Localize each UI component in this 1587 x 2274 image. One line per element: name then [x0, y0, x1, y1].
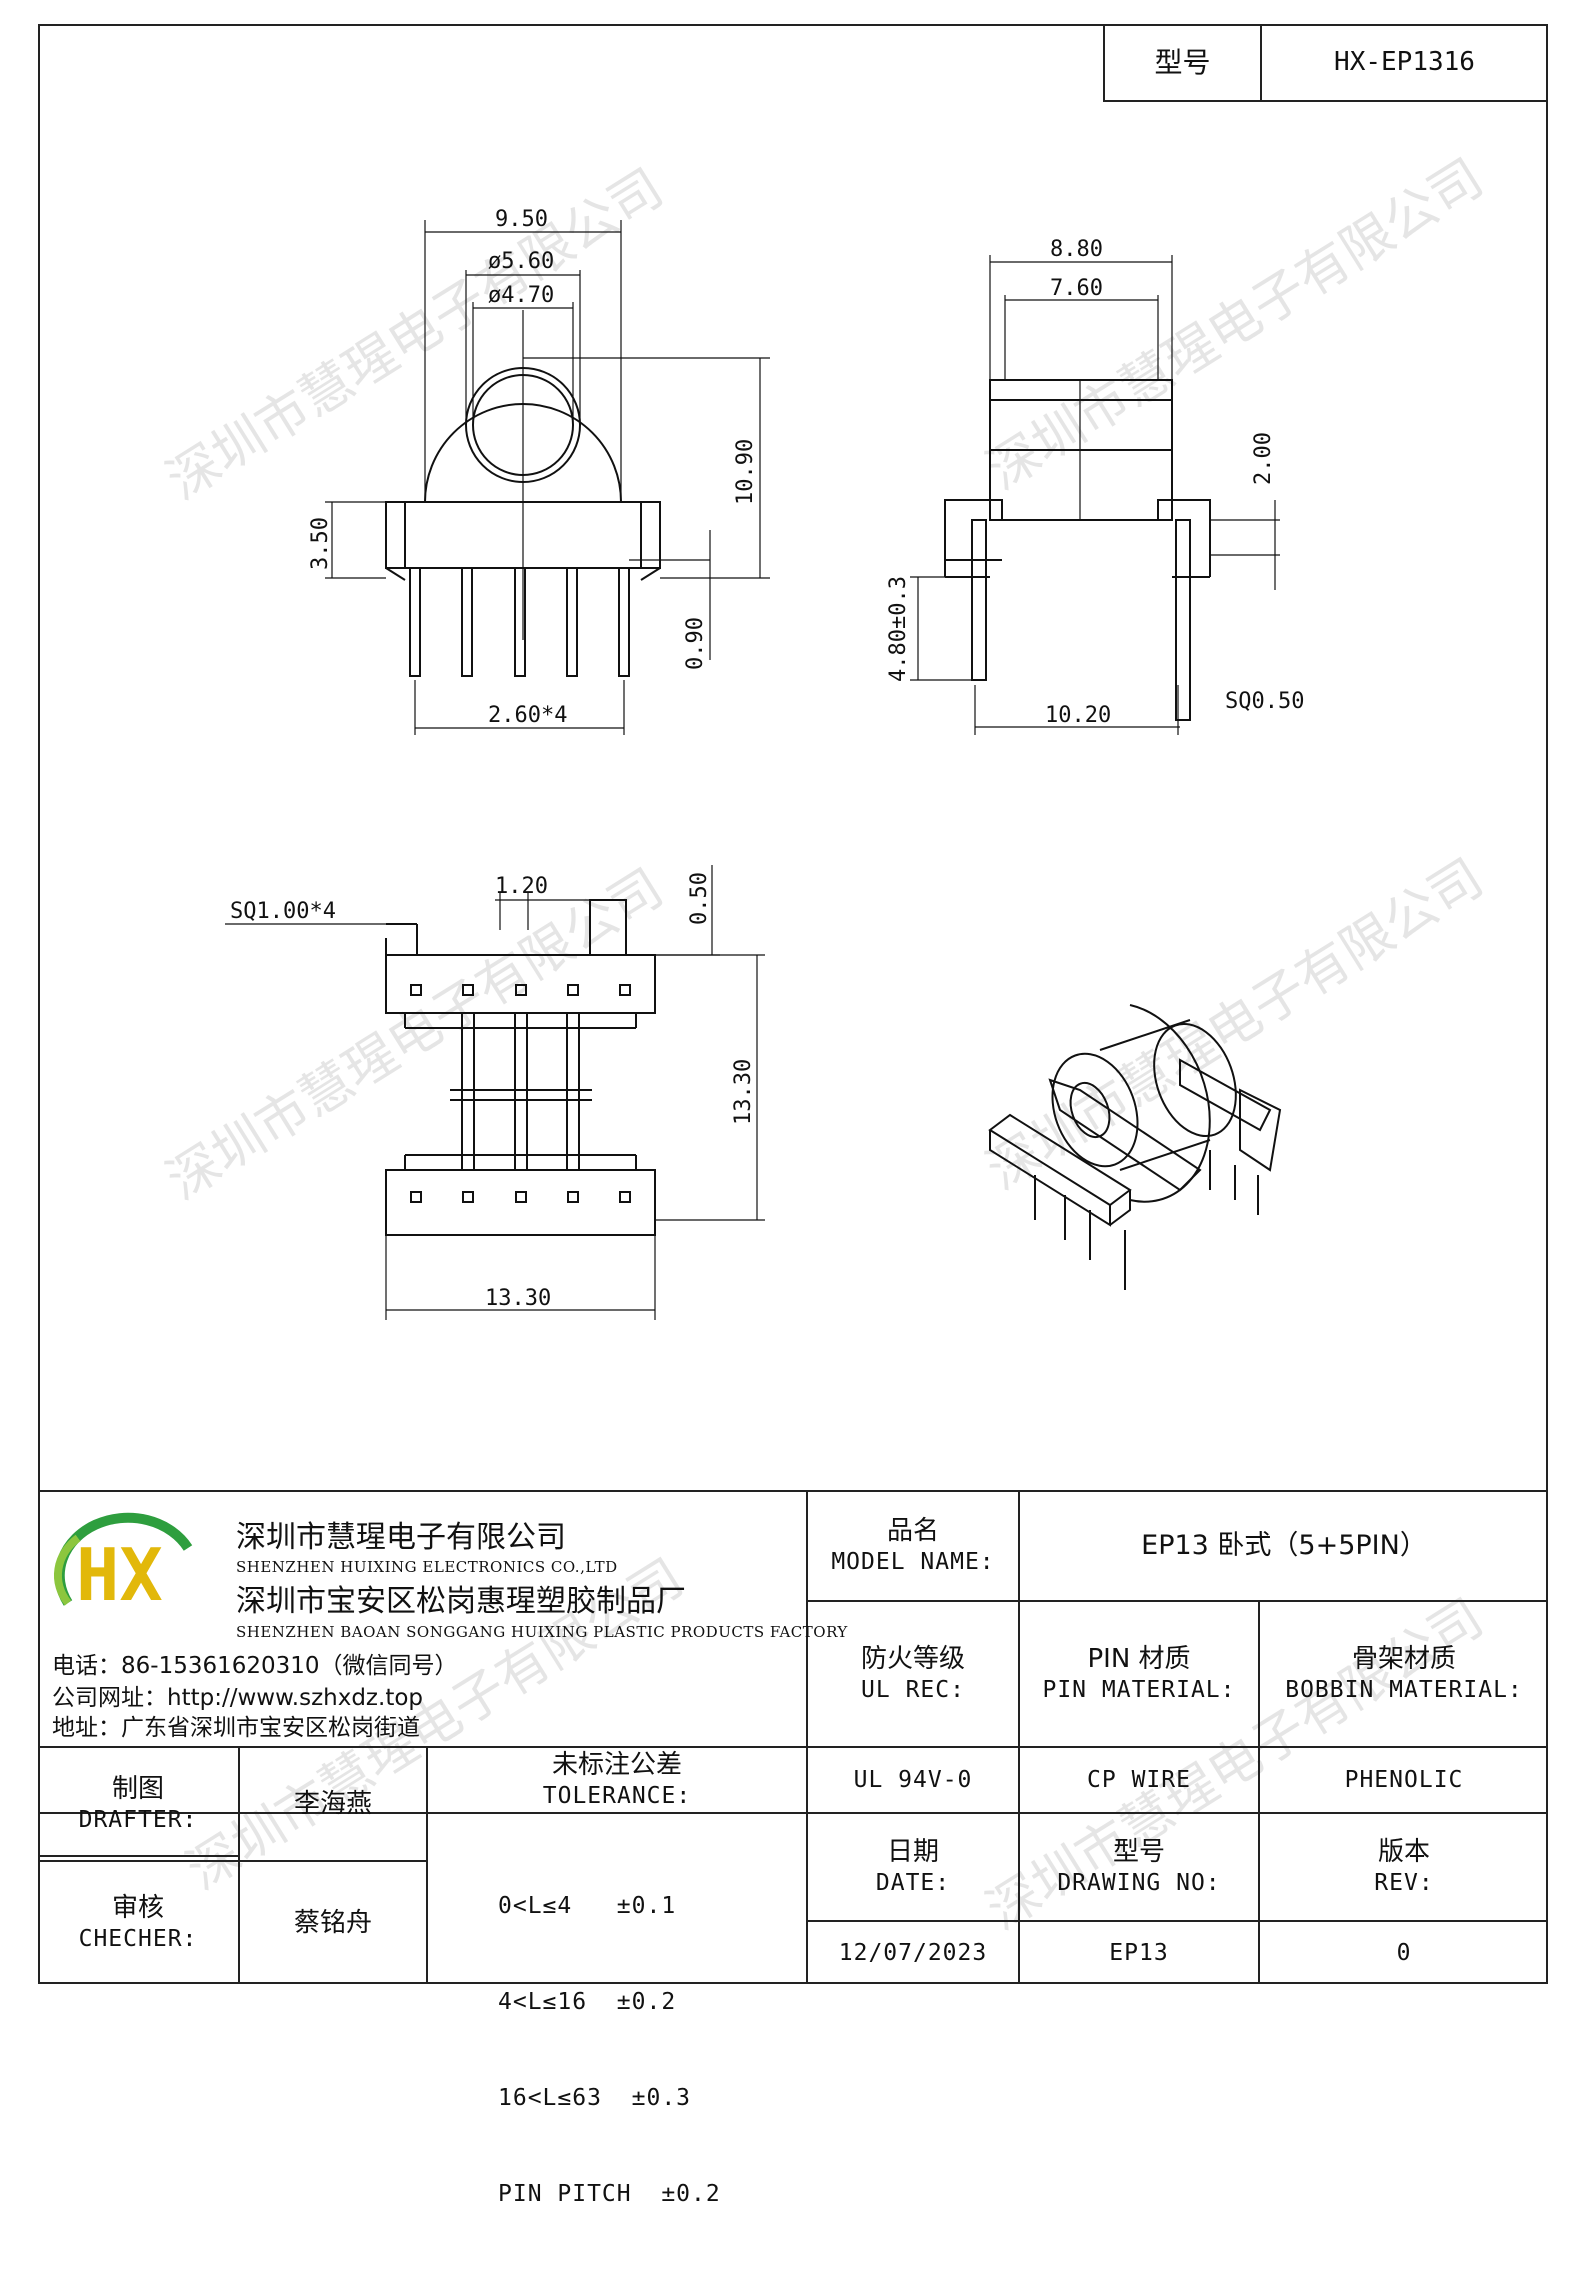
company-address: 地址：广东省深圳市宝安区松岗街道: [52, 1715, 420, 1741]
info-table: HX 深圳市慧瑆电子有限公司 SHENZHEN HUIXING ELECTRON…: [38, 1490, 1548, 2207]
date-value: 12/07/2023: [838, 1939, 988, 1966]
checker-cn: 审核: [111, 1893, 164, 1924]
drafter-label: 制图 DRAFTER:: [38, 1748, 238, 1860]
model-name-value: EP13 卧式（5+5PIN）: [1141, 1530, 1427, 1562]
drawing-no-cn: 型号: [1112, 1837, 1165, 1868]
bobbin-material-en: BOBBIN MATERIAL:: [1285, 1676, 1523, 1703]
title-block-label: 型号: [1154, 45, 1211, 79]
dim-side-pin-len: 4.80±0.3: [886, 576, 911, 682]
pin-material-label: PIN 材质 PIN MATERIAL:: [1020, 1602, 1258, 1746]
dim-front-outer-dia: ø5.60: [488, 249, 554, 274]
tolerance-en: TOLERANCE:: [542, 1782, 692, 1809]
model-name-en: MODEL NAME:: [831, 1548, 995, 1575]
drawing-no-label: 型号 DRAWING NO:: [1020, 1814, 1258, 1920]
drafter-cn: 制图: [111, 1774, 164, 1805]
title-block: 型号 HX-EP1316: [1103, 24, 1548, 102]
rev-en: REV:: [1374, 1869, 1434, 1896]
ul-value: UL 94V-0: [853, 1766, 973, 1793]
drawing-no-en: DRAWING NO:: [1057, 1869, 1221, 1896]
technical-drawing: 9.50 ø5.60 ø4.70 10.90 3.50 0.90 2.60*4 …: [225, 207, 1304, 1320]
dim-front-pin-offset: 0.90: [683, 617, 708, 670]
dim-front-width: 9.50: [495, 207, 548, 232]
tolerance-row: 0<L≤4 ±0.1: [498, 1893, 677, 1919]
dim-side-pin-sq: SQ0.50: [1225, 689, 1304, 714]
tolerance-row: 4<L≤16 ±0.2: [498, 1989, 677, 2015]
model-name-cn: 品名: [886, 1516, 939, 1547]
pin-material-value: CP WIRE: [1087, 1766, 1191, 1793]
side-view: [944, 379, 1211, 721]
tolerance-row: PIN PITCH ±0.2: [498, 2181, 721, 2207]
pin-material-cn: PIN 材质: [1087, 1644, 1191, 1675]
checker-en: CHECHER:: [78, 1925, 198, 1952]
company-name-en: SHENZHEN HUIXING ELECTRONICS CO.,LTD: [236, 1558, 618, 1576]
company-name-cn: 深圳市慧瑆电子有限公司: [236, 1520, 566, 1555]
dim-side-span: 10.20: [1045, 703, 1111, 728]
model-name-label: 品名 MODEL NAME:: [808, 1492, 1018, 1600]
bobbin-material-label: 骨架材质 BOBBIN MATERIAL:: [1260, 1602, 1548, 1746]
dim-front-pitch: 2.60*4: [488, 703, 567, 728]
top-view: [385, 899, 656, 1236]
tolerance-cn: 未标注公差: [551, 1750, 682, 1781]
pin-material-en: PIN MATERIAL:: [1042, 1676, 1236, 1703]
date-en: DATE:: [875, 1869, 951, 1896]
date-cn: 日期: [886, 1837, 939, 1868]
bobbin-material-cn: 骨架材质: [1351, 1644, 1456, 1675]
checker-name: 蔡铭舟: [293, 1907, 372, 1938]
company-logo: HX: [48, 1508, 198, 1628]
tolerance-label: 未标注公差 TOLERANCE:: [428, 1748, 806, 1812]
tolerance-list: 0<L≤4 ±0.1 4<L≤16 ±0.2 16<L≤63 ±0.3 PIN …: [498, 1826, 721, 2274]
rev-cn: 版本: [1377, 1837, 1430, 1868]
dim-front-base-height: 3.50: [308, 517, 333, 570]
drawing-no-value: EP13: [1109, 1939, 1169, 1966]
ul-rec-cn: 防火等级: [860, 1644, 965, 1675]
dim-top-length: 13.30: [731, 1059, 756, 1125]
company-website: 公司网址：http://www.szhxdz.top: [52, 1685, 424, 1711]
factory-name-cn: 深圳市宝安区松岗惠瑆塑胶制品厂: [236, 1584, 686, 1619]
title-block-value: HX-EP1316: [1334, 46, 1475, 77]
rev-label: 版本 REV:: [1260, 1814, 1548, 1920]
drafter-name: 李海燕: [293, 1788, 372, 1819]
dim-front-inner-dia: ø4.70: [488, 283, 554, 308]
isometric-view: [988, 1004, 1282, 1290]
drawing-frame: [38, 24, 1548, 1984]
checker-label: 审核 CHECHER:: [38, 1862, 238, 1984]
dim-side-top-outer: 8.80: [1050, 237, 1103, 262]
logo-text: HX: [76, 1533, 163, 1617]
ul-rec-en: UL REC:: [861, 1676, 965, 1703]
dim-front-total-height: 10.90: [733, 439, 758, 505]
factory-name-en: SHENZHEN BAOAN SONGGANG HUIXING PLASTIC …: [236, 1623, 848, 1641]
drafter-en: DRAFTER:: [78, 1806, 198, 1833]
ul-rec-label: 防火等级 UL REC:: [808, 1602, 1018, 1746]
dim-top-width: 13.30: [485, 1286, 551, 1311]
dim-side-top-inner: 7.60: [1050, 276, 1103, 301]
tolerance-row: 16<L≤63 ±0.3: [498, 2085, 692, 2111]
dim-top-tab-h: 0.50: [687, 872, 712, 925]
rev-value: 0: [1396, 1939, 1412, 1966]
bobbin-material-value: PHENOLIC: [1344, 1766, 1464, 1793]
dim-side-flange: 2.00: [1251, 432, 1276, 485]
date-label: 日期 DATE:: [808, 1814, 1018, 1920]
dim-top-tab: 1.20: [495, 874, 548, 899]
dim-top-pin-sq: SQ1.00*4: [230, 899, 336, 924]
company-phone: 电话：86-15361620310（微信同号）: [52, 1653, 458, 1679]
